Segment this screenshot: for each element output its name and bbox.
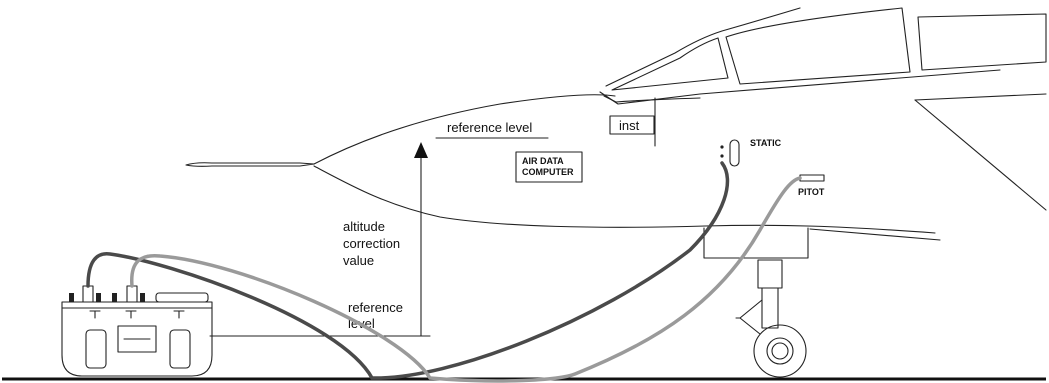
wing-edge [914, 99, 1047, 211]
inst-label: inst [619, 118, 640, 133]
test-set-knob-3 [112, 293, 117, 302]
canopy-glass-1 [725, 7, 911, 85]
pitot-port [799, 174, 825, 182]
test-set-panel-left [85, 329, 107, 369]
static-port-dot-1 [720, 145, 724, 149]
test-set-handle [155, 292, 209, 303]
fuselage-lower-nose [313, 165, 936, 234]
reference-level-bottom-label-1: reference [348, 300, 403, 315]
nose-probe [185, 162, 315, 167]
air-data-computer-label-2: COMPUTER [522, 167, 574, 177]
canopy-frame [605, 7, 801, 87]
fuselage-lower-tail [809, 228, 941, 241]
gear-wheel [753, 324, 807, 378]
test-set-t-mark-1 [89, 310, 101, 319]
pitot-label: PITOT [798, 187, 825, 197]
gear-scissor-link [735, 299, 763, 335]
pitot-hose [130, 176, 802, 383]
test-set-knob-4 [140, 293, 145, 302]
pitot-static-test-set [61, 285, 213, 377]
aircraft [185, 7, 1047, 378]
test-set-pitot-connector [126, 285, 138, 303]
gear-wheel-hub-inner [771, 342, 789, 360]
altitude-correction-arrowhead [414, 142, 428, 158]
static-port [729, 139, 740, 167]
canopy-front [611, 37, 729, 91]
test-set-body [61, 301, 213, 377]
gear-strut-upper [757, 259, 783, 289]
canopy-glass-2 [917, 13, 1047, 71]
test-set-knob-2 [96, 293, 101, 302]
reference-level-top-label: reference level [447, 120, 532, 135]
gear-strut-lower [761, 287, 779, 329]
air-data-computer-box [515, 151, 583, 183]
test-set-display [117, 325, 157, 353]
static-label: STATIC [750, 138, 782, 148]
gear-wheel-hub [766, 337, 794, 365]
gear-bay [703, 227, 809, 259]
air-data-computer-label-1: AIR DATA [522, 156, 564, 166]
static-port-dot-2 [720, 154, 724, 158]
test-set-static-connector [82, 285, 94, 303]
canopy-sill-2 [603, 95, 701, 103]
test-set-panel-right [169, 329, 191, 369]
altitude-label-2: correction [343, 236, 400, 251]
test-set-knob-1 [69, 293, 74, 302]
inst-box [609, 115, 655, 135]
altitude-label-1: altitude [343, 219, 385, 234]
static-hose [86, 161, 730, 380]
altitude-label-3: value [343, 253, 374, 268]
test-set-t-mark-3 [173, 310, 185, 319]
fuselage-upper-nose [313, 94, 616, 165]
canopy-rear [914, 93, 1047, 101]
test-set-t-mark-2 [125, 310, 137, 319]
